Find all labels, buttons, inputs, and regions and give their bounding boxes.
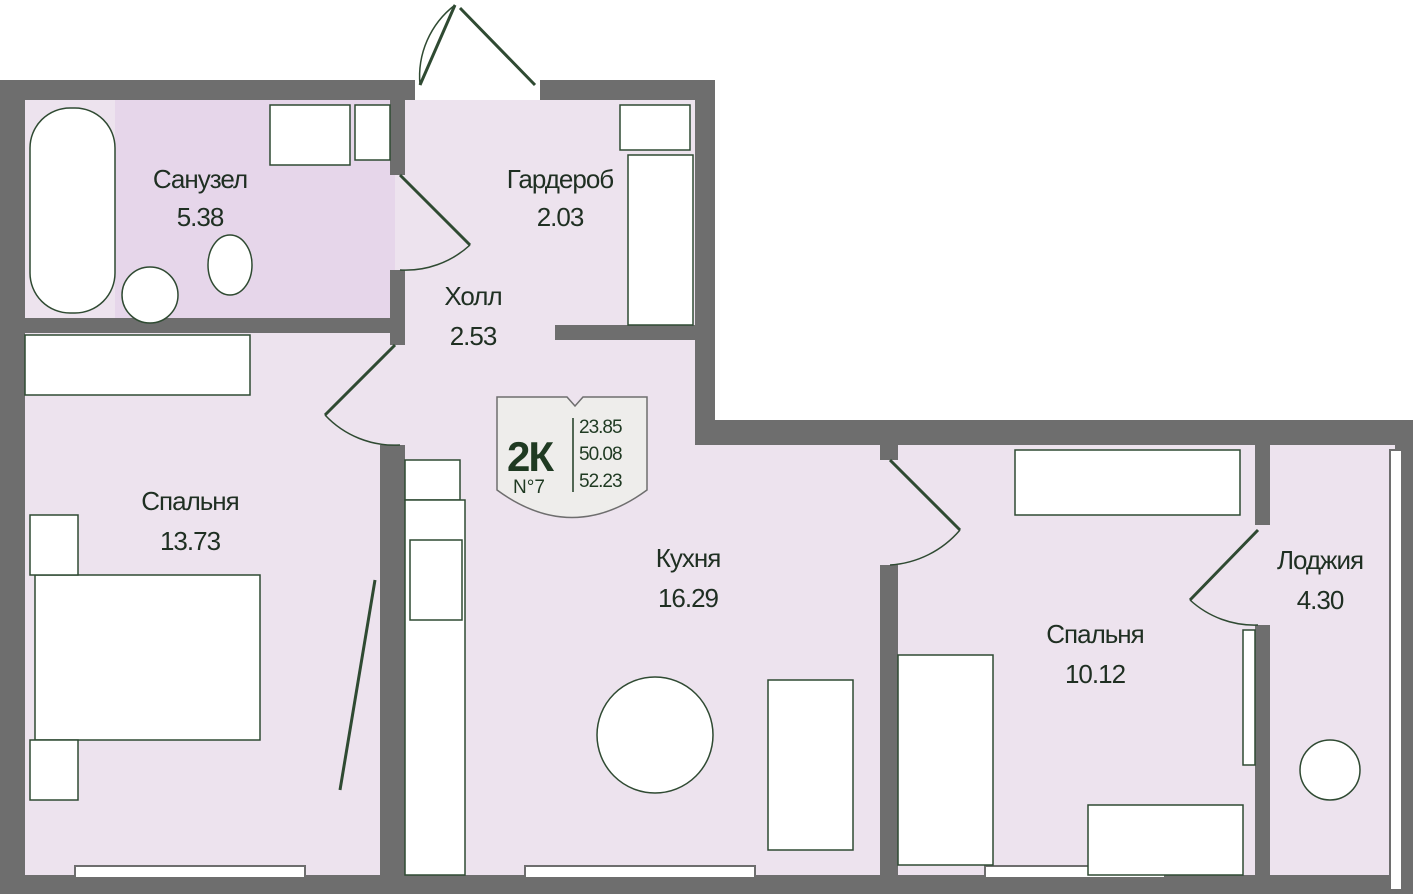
boiler (269, 104, 351, 166)
total-area: 50.08 (579, 444, 623, 465)
apartment-number: N°7 (513, 477, 545, 498)
bathtub (29, 107, 116, 314)
wardrobe (1014, 449, 1241, 516)
sofa (767, 679, 854, 851)
room-area: 2.03 (536, 202, 585, 232)
living-area: 23.85 (579, 417, 623, 438)
room-name: Лоджия (1276, 545, 1364, 575)
vent (354, 104, 391, 161)
room-name: Холл (444, 281, 502, 311)
room-area: 2.53 (449, 321, 498, 351)
room-name: Кухня (655, 543, 722, 573)
room-area: 10.12 (1064, 659, 1126, 689)
room-name: Спальня (141, 486, 239, 516)
badge-shape (496, 396, 648, 519)
wardrobe (627, 154, 694, 326)
room-bedroom-2: Спальня 10.12 (1046, 614, 1144, 694)
doors (323, 4, 1260, 791)
room-name: Санузел (152, 164, 248, 194)
area-with-loggia: 52.23 (579, 471, 623, 492)
bed (897, 654, 994, 866)
room-area: 5.38 (176, 202, 225, 232)
wardrobe (24, 334, 251, 396)
room-kitchen: Кухня 16.29 (655, 538, 722, 618)
room-bedroom-1: Спальня 13.73 (141, 481, 239, 561)
desk (1087, 804, 1244, 876)
room-area: 4.30 (1296, 585, 1345, 615)
room-bathroom: Санузел 5.38 (152, 160, 248, 236)
sink (121, 266, 179, 324)
bed (34, 574, 261, 741)
room-name: Гардероб (506, 164, 614, 194)
room-area: 16.29 (657, 583, 719, 613)
toilet (207, 234, 253, 296)
room-loggia: Лоджия 4.30 (1276, 540, 1364, 620)
plant (1299, 739, 1361, 801)
apartment-type: 2К (507, 433, 554, 480)
furniture (24, 104, 1361, 876)
table (596, 676, 714, 794)
room-area: 13.73 (159, 526, 221, 556)
room-name: Спальня (1046, 619, 1144, 649)
room-wardrobe: Гардероб 2.03 (506, 160, 614, 236)
room-hall: Холл 2.53 (444, 276, 502, 356)
apartment-badge: 2К N°7 23.85 50.08 52.23 (497, 397, 647, 527)
